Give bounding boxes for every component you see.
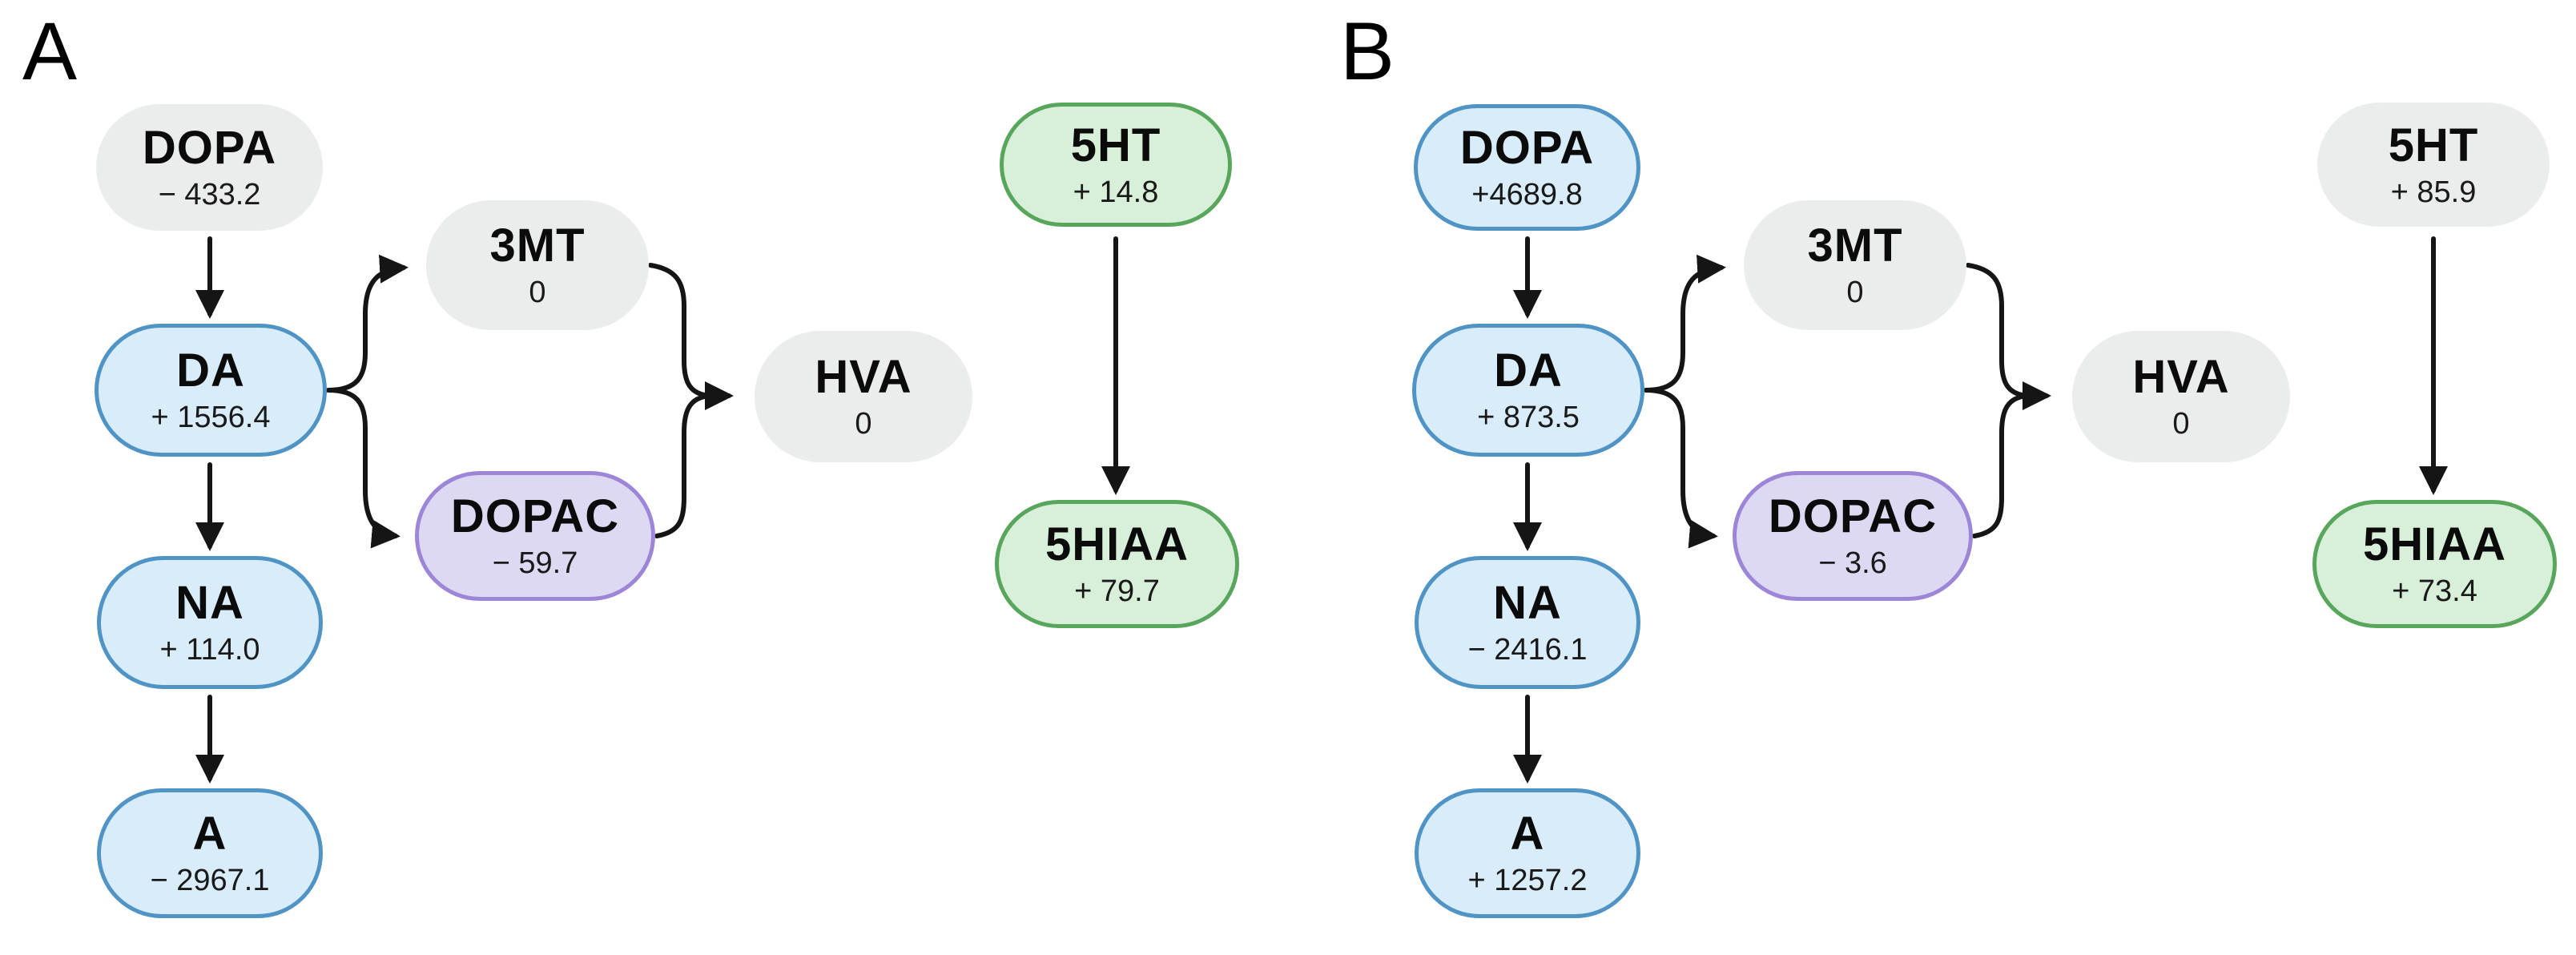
node-na-a: NA + 114.0: [97, 556, 323, 689]
edge-3mt-merge-a: [648, 263, 712, 398]
node-a-a: A − 2967.1: [97, 788, 323, 918]
node-dopac-label: DOPAC: [450, 490, 620, 542]
node-da-value: + 1556.4: [151, 401, 271, 434]
node-na-value: − 2416.1: [1467, 633, 1588, 667]
node-da-value: + 873.5: [1477, 401, 1580, 434]
node-3mt-a: 3MT 0: [426, 200, 649, 330]
node-3mt-label: 3MT: [489, 220, 586, 272]
node-dopa-b: DOPA +4689.8: [1414, 104, 1640, 231]
node-dopac-b: DOPAC − 3.6: [1733, 471, 1973, 601]
node-dopac-value: − 3.6: [1818, 546, 1887, 580]
node-dopa-value: − 433.2: [158, 178, 261, 212]
node-da-b: DA + 873.5: [1412, 324, 1644, 457]
node-na-label: NA: [175, 577, 244, 629]
node-a-label: A: [1510, 808, 1545, 860]
edge-da-3mt-b: [1644, 254, 1726, 393]
node-3mt-value: 0: [1846, 276, 1864, 309]
panel-label-a: A: [22, 6, 78, 97]
node-a-b: A + 1257.2: [1415, 788, 1640, 918]
edge-da-3mt-a: [326, 254, 409, 393]
node-hva-value: 0: [855, 407, 872, 441]
node-5hiaa-a: 5HIAA + 79.7: [995, 500, 1239, 628]
edge-dopac-merge-b: [1972, 393, 2030, 538]
node-5hiaa-label: 5HIAA: [2362, 518, 2507, 570]
node-hva-label: HVA: [815, 351, 912, 403]
edge-da-dopac-b: [1644, 388, 1718, 549]
node-5hiaa-value: + 73.4: [2392, 574, 2477, 608]
node-da-a: DA + 1556.4: [95, 324, 327, 457]
node-a-label: A: [192, 808, 227, 860]
node-3mt-value: 0: [529, 276, 546, 309]
edge-dopac-merge-a: [654, 393, 712, 538]
edge-da-dopac-a: [326, 388, 400, 549]
panel-label-b: B: [1340, 6, 1395, 97]
node-5hiaa-value: + 79.7: [1074, 574, 1160, 608]
node-hva-b: HVA 0: [2072, 331, 2290, 462]
panel-b: B DOPA +4689.8 DA + 873.5 NA − 2416.1 A …: [1318, 0, 2572, 955]
node-5ht-label: 5HT: [2388, 119, 2479, 171]
panel-a: A DOPA − 433.2 DA + 1556.4 NA + 114.0 A …: [0, 0, 1254, 955]
node-hva-a: HVA 0: [755, 331, 972, 462]
node-dopa-label: DOPA: [142, 122, 277, 174]
node-dopa-label: DOPA: [1459, 122, 1595, 174]
node-na-label: NA: [1493, 577, 1562, 629]
node-5ht-value: + 85.9: [2390, 175, 2477, 209]
node-hva-label: HVA: [2132, 351, 2230, 403]
node-5ht-b: 5HT + 85.9: [2317, 103, 2550, 227]
node-da-label: DA: [176, 345, 245, 397]
node-a-value: − 2967.1: [150, 864, 270, 897]
node-a-value: + 1257.2: [1467, 864, 1588, 897]
node-na-value: + 114.0: [159, 633, 260, 667]
node-hva-value: 0: [2172, 407, 2190, 441]
node-na-b: NA − 2416.1: [1415, 556, 1640, 689]
node-5ht-a: 5HT + 14.8: [1000, 103, 1232, 227]
node-dopa-value: +4689.8: [1471, 178, 1583, 212]
node-5hiaa-b: 5HIAA + 73.4: [2312, 500, 2557, 628]
node-dopac-value: − 59.7: [492, 546, 578, 580]
node-dopac-label: DOPAC: [1768, 490, 1938, 542]
node-dopa-a: DOPA − 433.2: [96, 104, 323, 231]
node-5ht-label: 5HT: [1070, 119, 1161, 171]
node-da-label: DA: [1494, 345, 1563, 397]
node-5hiaa-label: 5HIAA: [1044, 518, 1189, 570]
node-5ht-value: + 14.8: [1073, 175, 1159, 209]
node-3mt-label: 3MT: [1807, 220, 1903, 272]
node-3mt-b: 3MT 0: [1744, 200, 1966, 330]
node-dopac-a: DOPAC − 59.7: [415, 471, 655, 601]
edge-3mt-merge-b: [1966, 263, 2030, 398]
